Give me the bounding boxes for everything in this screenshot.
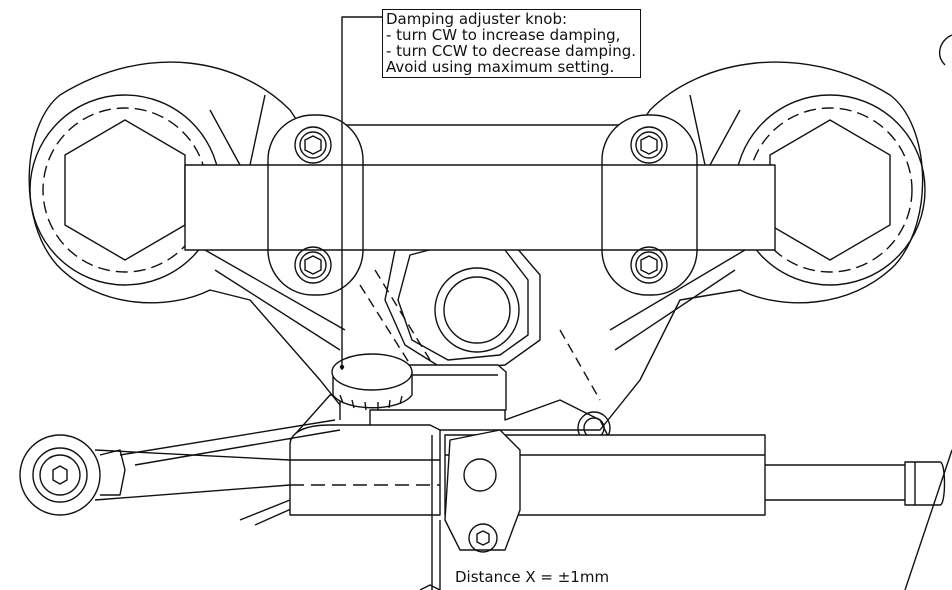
clamp-struts (204, 94, 746, 351)
damping-knob (331, 353, 413, 411)
damper-mount-tab (444, 429, 521, 553)
callout-line-1: Damping adjuster knob: (386, 10, 568, 28)
section-line (904, 449, 952, 590)
damping-adjuster-callout: Damping adjuster knob: - turn CW to incr… (382, 9, 641, 78)
edge-circle-fragment (938, 34, 952, 66)
steering-damper-body (289, 424, 946, 516)
steering-stem-nut (384, 234, 541, 371)
callout-leader (341, 16, 382, 370)
left-fork-clamp (29, 94, 221, 286)
right-riser-clamp (601, 114, 698, 296)
triple-clamp-outline (28, 61, 924, 431)
distance-label: Distance X = ±1mm (455, 568, 610, 586)
callout-line-3: - turn CCW to decrease damping. (386, 42, 636, 60)
damper-rod-end (19, 419, 341, 516)
hidden-lines (359, 269, 601, 401)
callout-line-4: Avoid using maximum setting. (386, 58, 615, 76)
callout-line-2: - turn CW to increase damping, (386, 26, 621, 44)
left-riser-clamp (267, 114, 364, 296)
distance-dimension-lines (419, 435, 441, 590)
